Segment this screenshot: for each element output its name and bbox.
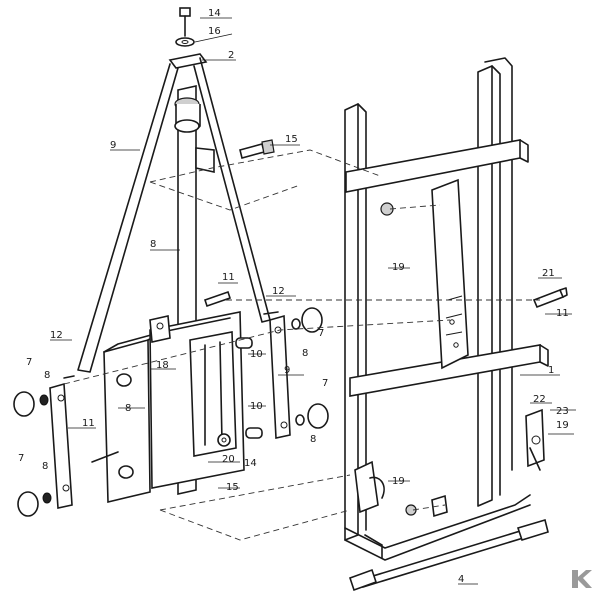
callout-8-top-right: 8: [302, 348, 308, 359]
callout-2: 8: [125, 403, 131, 414]
callout-11-right: 11: [556, 308, 569, 319]
callout-12-left: 12: [50, 330, 63, 341]
threaded-rod: [348, 518, 549, 592]
callout-16: 15: [285, 134, 298, 145]
alignment-lines: [63, 149, 540, 541]
callout-13: 14: [208, 8, 221, 19]
callout-9-right: 9: [284, 365, 290, 376]
callout-17: 16: [208, 26, 221, 37]
callout-21: 21: [542, 268, 555, 279]
callout-20: 20: [222, 454, 235, 465]
callout-7-bottom-left: 7: [18, 453, 24, 464]
callout-7-top-left: 7: [26, 357, 32, 368]
side-plates: [13, 307, 329, 517]
callout-22: 22: [533, 394, 546, 405]
callout-15: 15: [226, 482, 239, 493]
callout-14: 14: [244, 458, 257, 469]
brand-logo: [568, 566, 592, 590]
callout-11-center: 11: [222, 272, 235, 283]
callout-19-top: 19: [392, 262, 405, 273]
callout-23: 23: [556, 406, 569, 417]
callout-8-bottom-right: 8: [310, 434, 316, 445]
callout-7-top-right: 7: [318, 328, 324, 339]
callout-8-bottom-left: 8: [42, 461, 48, 472]
callout-18: 18: [156, 360, 169, 371]
callout-10-top: 10: [250, 349, 263, 360]
callout-19-right: 19: [556, 420, 569, 431]
callout-12-right: 12: [272, 286, 285, 297]
callout-7-mid-right: 7: [322, 378, 328, 389]
callout-5: 4: [458, 574, 464, 585]
callout-labels: 14 16 2 9 15 8 11 12 12 18 10 10 9 8 7 7…: [18, 8, 569, 585]
callout-leaders: [50, 17, 576, 585]
callout-3: 8: [150, 239, 156, 250]
callout-4: 2: [228, 50, 234, 61]
carriage-assembly: [91, 311, 263, 504]
callout-6: 9: [110, 140, 116, 151]
callout-19-bottom: 19: [392, 476, 405, 487]
callout-8-top-left: 8: [44, 370, 50, 381]
callout-10-bottom: 10: [250, 401, 263, 412]
callout-9-left: 11: [82, 418, 95, 429]
callout-1: 1: [548, 365, 554, 376]
frame-assembly: [344, 57, 568, 561]
